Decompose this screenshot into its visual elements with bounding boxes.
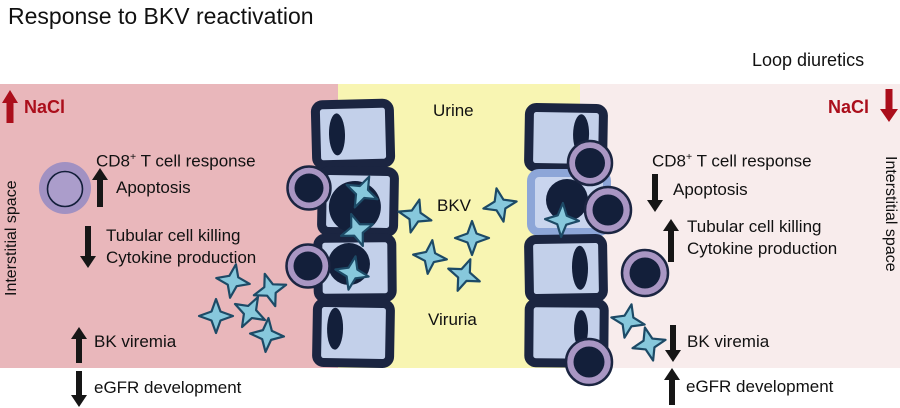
up-arrow-icon: [92, 168, 108, 207]
bkv-virion-icon: [345, 175, 379, 209]
bkv-virion-icon: [248, 316, 286, 354]
cd8-sup: +: [686, 151, 693, 163]
down-arrow-icon: [80, 226, 96, 268]
bkv-virion-icon: [233, 295, 267, 329]
interstitial-space-right-label: Interstitial space: [882, 156, 899, 272]
urine-label: Urine: [433, 101, 474, 120]
bkv-virion-icon: [631, 326, 667, 362]
nacl-right-label: NaCl: [828, 97, 870, 117]
loop-diuretics-label: Loop diuretics: [752, 50, 865, 70]
tubular-killing-left-label: Tubular cell killing Cytokine production: [106, 226, 257, 267]
down-arrow-icon: [71, 371, 87, 407]
bkv-virion-icon: [397, 198, 433, 234]
bkv-label: BKV: [437, 196, 472, 215]
cd8-t-cell-icon: [564, 337, 614, 387]
cd8-rest: T cell response: [136, 151, 256, 171]
cd8-t-cell-icon: [620, 248, 670, 298]
cd8-text: CD8: [652, 151, 687, 171]
cd8-t-cell-icon: [583, 185, 633, 235]
cd8-t-cell-icon: [286, 165, 332, 211]
tubular-cell: [524, 233, 608, 304]
tubular-cell: [312, 297, 395, 369]
nacl-down-arrow-icon: [880, 89, 898, 122]
bkv-virion-icon: [197, 297, 235, 335]
down-arrow-icon: [665, 325, 681, 362]
interstitial-space-left-label: Interstitial space: [3, 180, 20, 296]
cd8-response-left-label: CD8+ T cell response: [96, 146, 256, 173]
bkv-virion-icon: [339, 212, 375, 248]
egfr-left-label: eGFR development: [94, 378, 242, 397]
bkv-virion-icon: [215, 263, 251, 299]
bkv-virion-icon: [252, 272, 288, 308]
bkv-virion-icon: [543, 201, 581, 239]
viruria-label: Viruria: [428, 310, 477, 329]
apoptosis-left-label: Apoptosis: [116, 178, 191, 197]
bk-viremia-right-label: BK viremia: [687, 332, 770, 351]
bkv-virion-icon: [447, 258, 481, 292]
nacl-up-arrow-icon: [2, 90, 18, 123]
up-arrow-icon: [664, 368, 680, 405]
egfr-right-label: eGFR development: [686, 377, 834, 396]
up-arrow-icon: [71, 327, 87, 363]
resting-lymphocyte-icon: [39, 162, 91, 214]
nacl-left-label: NaCl: [24, 97, 66, 117]
tubular-cell: [310, 98, 396, 170]
up-arrow-icon: [663, 219, 679, 262]
bkv-virion-icon: [482, 187, 518, 223]
cd8-response-right-label: CD8+ T cell response: [652, 146, 812, 173]
cd8-text: CD8: [96, 151, 131, 171]
bkv-virion-icon: [334, 255, 370, 291]
page-title: Response to BKV reactivation: [8, 3, 314, 29]
cd8-rest: T cell response: [692, 151, 812, 171]
cd8-t-cell-icon: [566, 139, 614, 187]
tubular-killing-right-label: Tubular cell killing Cytokine production: [687, 217, 838, 258]
bkv-virion-icon: [453, 219, 491, 257]
down-arrow-icon: [647, 174, 663, 212]
bkv-virion-icon: [412, 239, 448, 275]
cd8-t-cell-icon: [285, 243, 331, 289]
interstitium-high-nacl-panel: [0, 84, 338, 368]
cd8-sup: +: [130, 151, 137, 163]
bk-viremia-left-label: BK viremia: [94, 332, 177, 351]
bkv-virion-icon: [610, 303, 646, 339]
apoptosis-right-label: Apoptosis: [673, 180, 748, 199]
